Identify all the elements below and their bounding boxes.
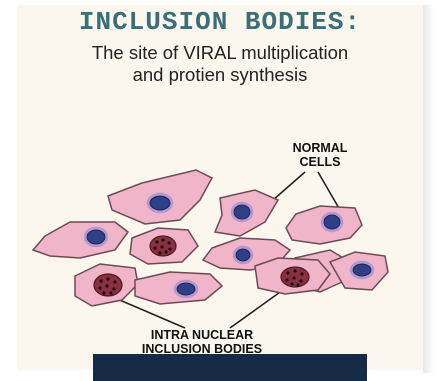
inclusion-bodies-label-line-1: INTRA NUCLEAR [112,328,292,342]
pointer-normal-2 [318,172,340,210]
nucleus-4 [87,230,105,244]
normal-cells-label: NORMAL CELLS [282,141,358,169]
normal-cells-label-line-2: CELLS [282,155,358,169]
nucleus-3 [324,215,340,229]
cell-4 [33,222,128,258]
cell-3 [286,206,362,244]
inclusion-bodies-label: INTRA NUCLEAR INCLUSION BODIES [112,328,292,356]
nucleus-11 [353,264,371,276]
nucleus-2 [234,205,250,219]
caption-bar [93,354,367,381]
normal-cells-label-line-1: NORMAL [282,141,358,155]
nucleus-6 [236,249,250,261]
nucleus-9 [177,283,195,295]
nucleus-1 [150,196,170,210]
